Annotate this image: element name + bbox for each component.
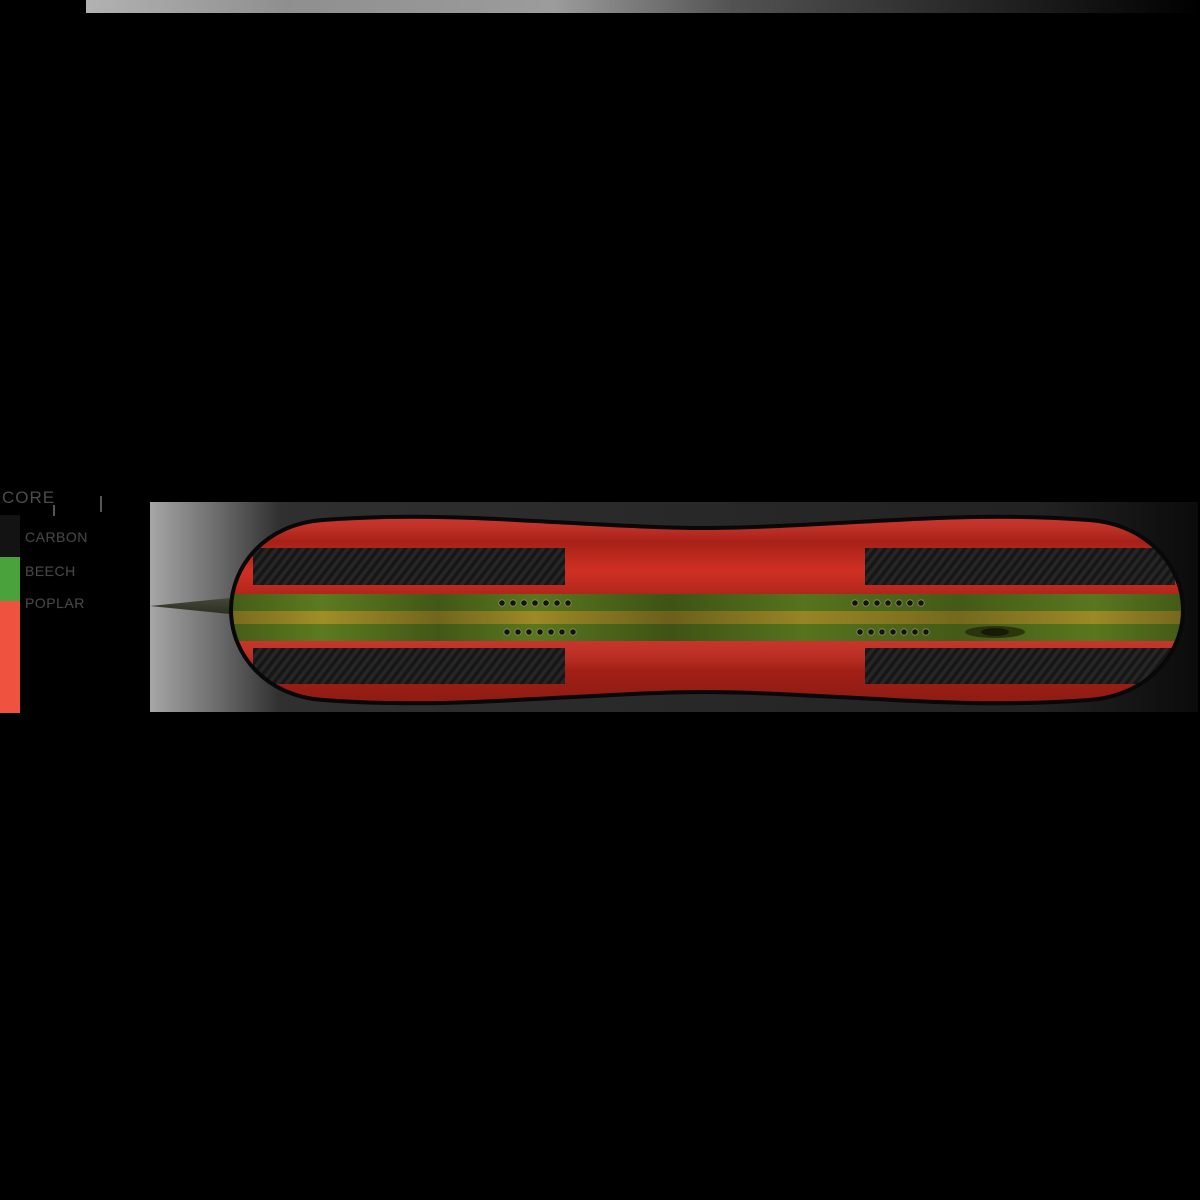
insert-holes-right-top [851,599,925,607]
snowboard-core-cutaway [229,514,1185,706]
legend-swatch-bar [0,515,20,713]
insert-holes-right-bottom [856,628,930,636]
beech-grain-texture [231,594,1183,641]
carbon-color-swatch [0,515,20,557]
beech-core-band [231,594,1183,641]
legend-label-beech: BEECH [25,563,76,579]
top-shadow-strip [86,0,1200,13]
carbon-weave-texture [865,648,1175,684]
insert-holes-left-top [498,599,572,607]
legend-title: CORE [2,488,56,507]
carbon-weave-texture [865,548,1175,585]
insert-holes-left-bottom [503,628,577,636]
legend-label-carbon: CARBON [25,529,88,545]
carbon-weave-texture [253,548,565,585]
legend-label-poplar: POPLAR [25,595,85,611]
carbon-stringers [253,548,1175,684]
carbon-weave-texture [253,648,565,684]
legend-leader-line-2 [100,496,102,512]
wood-knot-core [981,628,1009,636]
beech-color-swatch [0,557,20,601]
poplar-color-swatch [0,601,20,713]
binding-insert-holes [498,599,930,636]
legend-leader-line [53,505,55,516]
core-legend: CORE CARBON BEECH POPLAR [0,488,150,718]
